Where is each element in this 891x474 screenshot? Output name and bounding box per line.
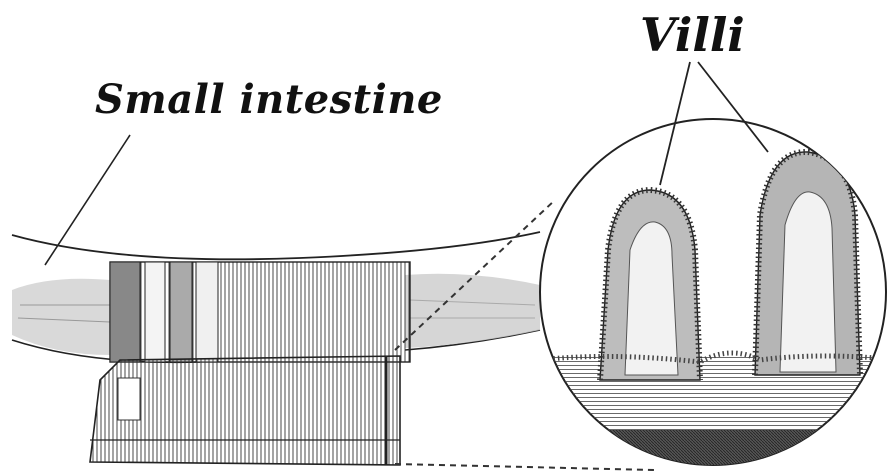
villi-magnification: [530, 119, 891, 474]
intestine-tube: [12, 232, 540, 465]
magnify-connector-bottom: [395, 464, 655, 470]
